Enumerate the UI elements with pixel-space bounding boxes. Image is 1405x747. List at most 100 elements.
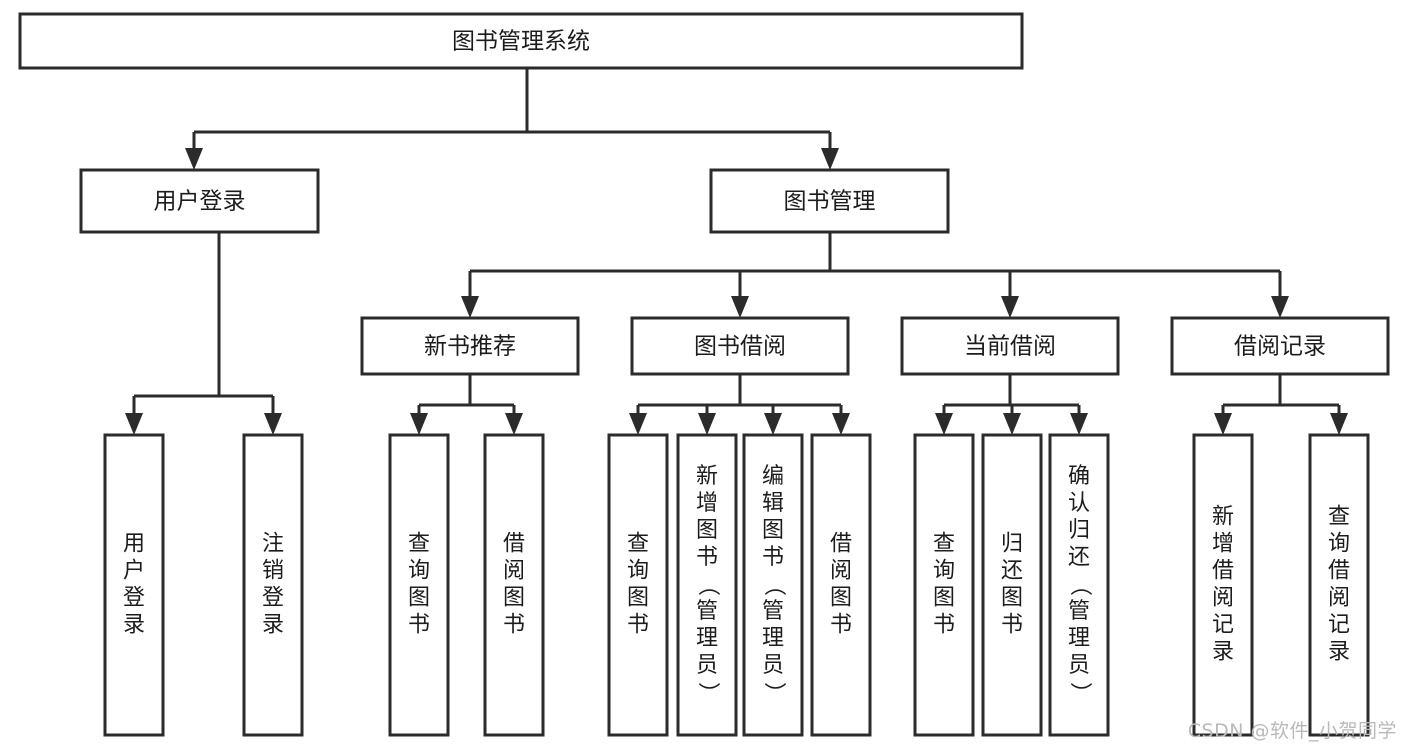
arrow-head-icon	[1003, 413, 1021, 435]
node-box[interactable]	[1308, 433, 1370, 737]
node-box[interactable]	[103, 433, 165, 737]
node-box[interactable]	[742, 433, 804, 737]
node-box[interactable]	[1192, 433, 1254, 737]
node-label-char: 新	[1212, 505, 1234, 530]
arrow-head-icon	[1271, 296, 1289, 318]
node-label-char: 图	[1001, 586, 1023, 611]
node-label-char: 理	[1068, 626, 1090, 651]
node-label-char: 记	[1328, 613, 1350, 638]
node-borrow-record[interactable]: 借阅记录	[1170, 316, 1390, 376]
node-label-char: 归	[1001, 532, 1023, 557]
arrow-head-icon	[125, 413, 143, 435]
node-box[interactable]	[900, 316, 1120, 376]
node-box[interactable]	[607, 433, 669, 737]
node-box[interactable]	[79, 168, 320, 234]
node-box[interactable]	[981, 433, 1043, 737]
node-label-char: 阅	[1212, 586, 1234, 611]
node-box[interactable]	[1048, 433, 1110, 737]
arrow-head-icon	[1070, 413, 1088, 435]
arrow-head-icon	[698, 413, 716, 435]
node-label-char: 查	[627, 532, 649, 557]
node-label-char: 查	[933, 532, 955, 557]
node-box[interactable]	[913, 433, 975, 737]
node-label-char: 图	[696, 518, 718, 543]
node-label-char: 增	[1212, 532, 1234, 557]
node-label-char: 图	[933, 586, 955, 611]
node-label-char: 书	[933, 613, 955, 638]
arrow-head-icon	[764, 413, 782, 435]
node-label-char: 阅	[503, 559, 525, 584]
node-label-char: 管	[1068, 599, 1090, 624]
node-label-char: 户	[123, 559, 145, 584]
node-label-char: 理	[696, 626, 718, 651]
node-label-char: 注	[262, 532, 284, 557]
node-label-char: 阅	[1328, 586, 1350, 611]
node-label-char: 认	[1068, 491, 1090, 516]
arrow-head-icon	[410, 413, 428, 435]
node-label-char: 书	[408, 613, 430, 638]
node-label-char: 书	[503, 613, 525, 638]
node-box[interactable]	[360, 316, 580, 376]
arrow-head-icon	[629, 413, 647, 435]
node-label: 图书管理	[784, 189, 876, 215]
node-box[interactable]	[630, 316, 850, 376]
node-user-login[interactable]: 用户登录	[79, 168, 320, 234]
node-new-book-recommend[interactable]: 新书推荐	[360, 316, 580, 376]
node-book-borrow[interactable]: 图书借阅	[630, 316, 850, 376]
node-label-char: 理	[762, 626, 784, 651]
node-label-char: 借	[503, 532, 525, 557]
node-box[interactable]	[676, 433, 738, 737]
node-box[interactable]	[1170, 316, 1390, 376]
node-box[interactable]	[709, 168, 950, 234]
node-box[interactable]	[810, 433, 872, 737]
node-label-char: ）	[1067, 682, 1092, 704]
node-label-char: 员	[696, 653, 718, 678]
arrow-head-icon	[185, 148, 203, 170]
node-book-management[interactable]: 图书管理	[709, 168, 950, 234]
node-label-char: 查	[1328, 505, 1350, 530]
node-label-char: 员	[1068, 653, 1090, 678]
node-label-char: 员	[762, 653, 784, 678]
node-label-char: ）	[695, 682, 720, 704]
node-root[interactable]: 图书管理系统	[18, 12, 1024, 70]
node-label-char: 录	[1328, 640, 1350, 665]
node-leaf-user-login[interactable]: 用户登录	[103, 433, 165, 737]
node-current-borrow[interactable]: 当前借阅	[900, 316, 1120, 376]
arrow-head-icon	[1001, 296, 1019, 318]
node-label: 借阅记录	[1234, 334, 1326, 360]
nodes-layer: 图书管理系统用户登录图书管理新书推荐图书借阅当前借阅借阅记录用户登录注销登录查询…	[18, 12, 1390, 737]
node-label-char: 销	[262, 559, 284, 584]
node-box[interactable]	[483, 433, 545, 737]
node-label-char: 还	[1001, 559, 1023, 584]
node-label-char: 管	[696, 599, 718, 624]
node-label-char: 新	[696, 464, 718, 489]
arrow-head-icon	[1214, 413, 1232, 435]
node-label-char: 借	[1212, 559, 1234, 584]
node-label-char: 查	[408, 532, 430, 557]
connectors-layer	[125, 68, 1348, 435]
node-label-char: 询	[1328, 532, 1350, 557]
arrow-head-icon	[935, 413, 953, 435]
node-label-char: ）	[761, 682, 786, 704]
node-label-char: 图	[408, 586, 430, 611]
node-label-char: 书	[1001, 613, 1023, 638]
node-label-char: 还	[1068, 545, 1090, 570]
node-box[interactable]	[18, 12, 1024, 70]
node-box[interactable]	[388, 433, 450, 737]
node-box[interactable]	[242, 433, 304, 737]
node-label-char: 借	[1328, 559, 1350, 584]
